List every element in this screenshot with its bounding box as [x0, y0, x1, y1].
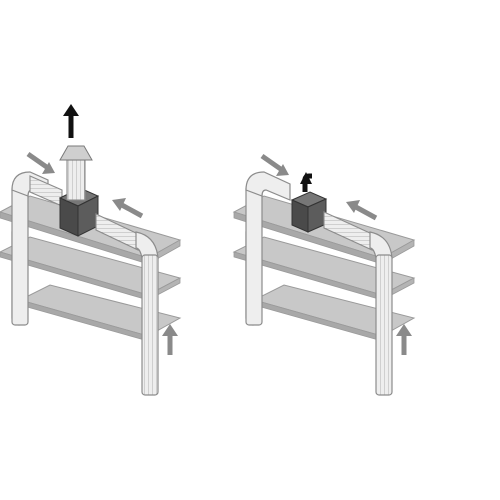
- pipe-vertical-left: [11, 184, 29, 326]
- flow-arrow-icon: [26, 151, 55, 174]
- exhaust-stack: [66, 159, 86, 201]
- exhaust-arrow-icon: [63, 104, 79, 138]
- pipe-horizontal-right: [323, 211, 373, 251]
- flow-arrow-icon: [396, 324, 412, 355]
- pipe-horizontal-right: [95, 213, 139, 251]
- right-panel: [232, 153, 416, 396]
- pipe-vertical-right: [375, 254, 393, 396]
- exhaust-arrow-icon: [300, 172, 312, 192]
- left-panel: [0, 104, 182, 396]
- flow-arrow-icon: [112, 198, 144, 219]
- flow-arrow-icon: [260, 153, 289, 176]
- flow-arrow-icon: [346, 200, 378, 221]
- pipe-vertical-right: [141, 254, 159, 396]
- flow-arrow-icon: [162, 324, 178, 355]
- pipe-vertical-left: [245, 184, 263, 326]
- exhaust-cap: [59, 145, 93, 161]
- pipe-elbow-left: [245, 171, 291, 201]
